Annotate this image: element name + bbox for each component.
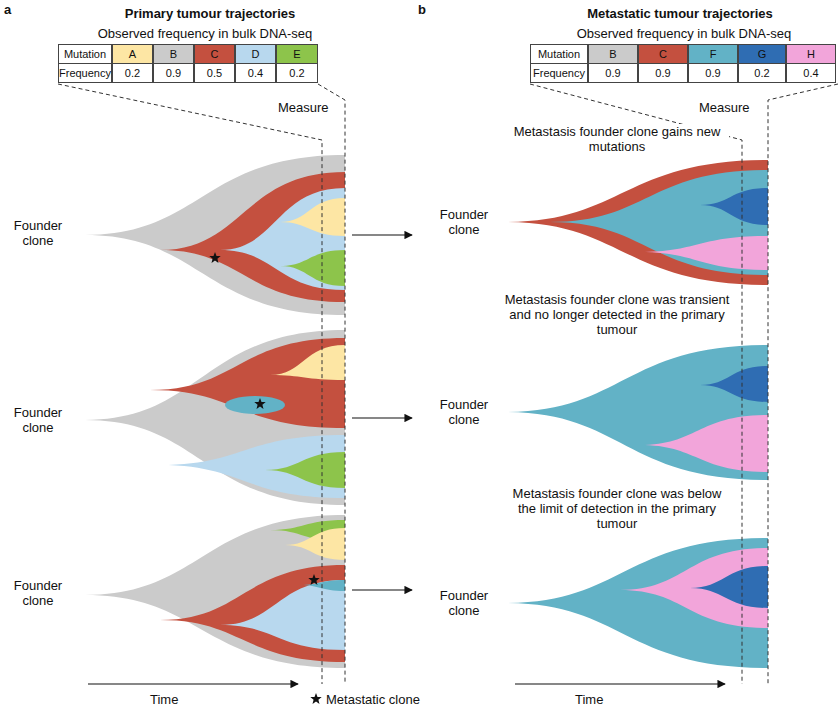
time-arrow <box>515 683 725 684</box>
clone-shape <box>160 565 345 662</box>
transfer-arrow <box>352 417 412 418</box>
legend-text: Metastatic clone <box>326 692 420 707</box>
frequency-cell: 0.9 <box>638 63 688 83</box>
axis-label: Time <box>150 692 178 707</box>
frequency-cell: 0.9 <box>588 63 638 83</box>
clone-label: Founder clone <box>6 218 70 248</box>
measure-line <box>530 84 742 684</box>
clone-shape <box>550 170 768 275</box>
annotation: Metastasis founder clone was transient a… <box>500 292 734 337</box>
transient-clone <box>225 396 285 414</box>
mutation-cell: C <box>194 44 235 64</box>
table-header: Frequency <box>58 63 112 83</box>
measure-label: Measure <box>276 100 331 115</box>
mutation-cell: E <box>276 44 318 64</box>
frequency-cell: 0.2 <box>276 63 318 83</box>
axis-label: Time <box>575 692 603 707</box>
mutation-cell: B <box>153 44 194 64</box>
clone-shape <box>505 160 768 285</box>
clone-shape <box>270 345 345 380</box>
clone-shape <box>265 452 345 488</box>
metastatic-star <box>254 398 265 409</box>
clone-shape <box>160 172 345 302</box>
table-header: Mutation <box>530 44 588 64</box>
table-header: Mutation <box>58 44 112 64</box>
metastatic-star <box>209 252 220 263</box>
annotation: Metastasis founder clone gains new mutat… <box>505 124 729 154</box>
mutation-cell: D <box>235 44 276 64</box>
transfer-arrow <box>352 589 412 590</box>
table-caption: Observed frequency in bulk DNA-seq <box>549 26 819 41</box>
frequency-cell: 0.5 <box>194 63 235 83</box>
clone-shape <box>700 188 768 225</box>
clone-shape <box>505 538 768 668</box>
clone-shape <box>85 330 345 505</box>
clone-label: Founder clone <box>6 578 70 608</box>
clone-shape <box>285 528 345 560</box>
clone-shape <box>85 155 345 315</box>
panel-title: Metastatic tumour trajectories <box>540 6 820 21</box>
frequency-cell: 0.4 <box>235 63 276 83</box>
clone-shape <box>505 345 768 480</box>
clone-shape <box>690 566 768 608</box>
frequency-cell: 0.2 <box>738 63 786 83</box>
panel-letter: a <box>4 2 11 17</box>
clone-label: Founder clone <box>432 588 496 618</box>
frequency-cell: 0.4 <box>786 63 836 83</box>
transfer-arrow <box>352 234 412 235</box>
measure-line <box>58 84 322 684</box>
mutation-cell: A <box>112 44 153 64</box>
measure-line <box>318 84 345 684</box>
legend-star <box>310 693 321 704</box>
time-arrow <box>88 683 298 684</box>
annotation: Metastasis founder clone was below the l… <box>500 486 734 531</box>
clone-shape <box>620 548 768 628</box>
clone-shape <box>160 435 345 498</box>
clone-shape <box>280 250 345 286</box>
clone-shape <box>220 580 345 650</box>
clone-shape <box>150 338 345 428</box>
metastatic-star <box>308 574 319 585</box>
frequency-cell: 0.2 <box>112 63 153 83</box>
clone-label: Founder clone <box>432 207 496 237</box>
mutation-cell: F <box>688 44 738 64</box>
mutation-cell: B <box>588 44 638 64</box>
clone-shape <box>280 198 345 236</box>
clone-shape <box>640 415 768 472</box>
clone-label: Founder clone <box>432 397 496 427</box>
mutation-cell: G <box>738 44 786 64</box>
clone-shape <box>85 515 345 668</box>
panel-title: Primary tumour trajectories <box>90 6 330 21</box>
frequency-cell: 0.9 <box>688 63 738 83</box>
measure-label: Measure <box>697 100 752 115</box>
table-caption: Observed frequency in bulk DNA-seq <box>70 26 340 41</box>
measure-line <box>768 84 838 684</box>
clone-shape <box>700 366 768 402</box>
clone-label: Founder clone <box>6 405 70 435</box>
clone-shape <box>220 188 345 290</box>
frequency-cell: 0.9 <box>153 63 194 83</box>
table-header: Frequency <box>530 63 588 83</box>
clone-shape <box>640 236 768 270</box>
panel-letter: b <box>418 2 426 17</box>
mutation-cell: H <box>786 44 836 64</box>
mutation-cell: C <box>638 44 688 64</box>
